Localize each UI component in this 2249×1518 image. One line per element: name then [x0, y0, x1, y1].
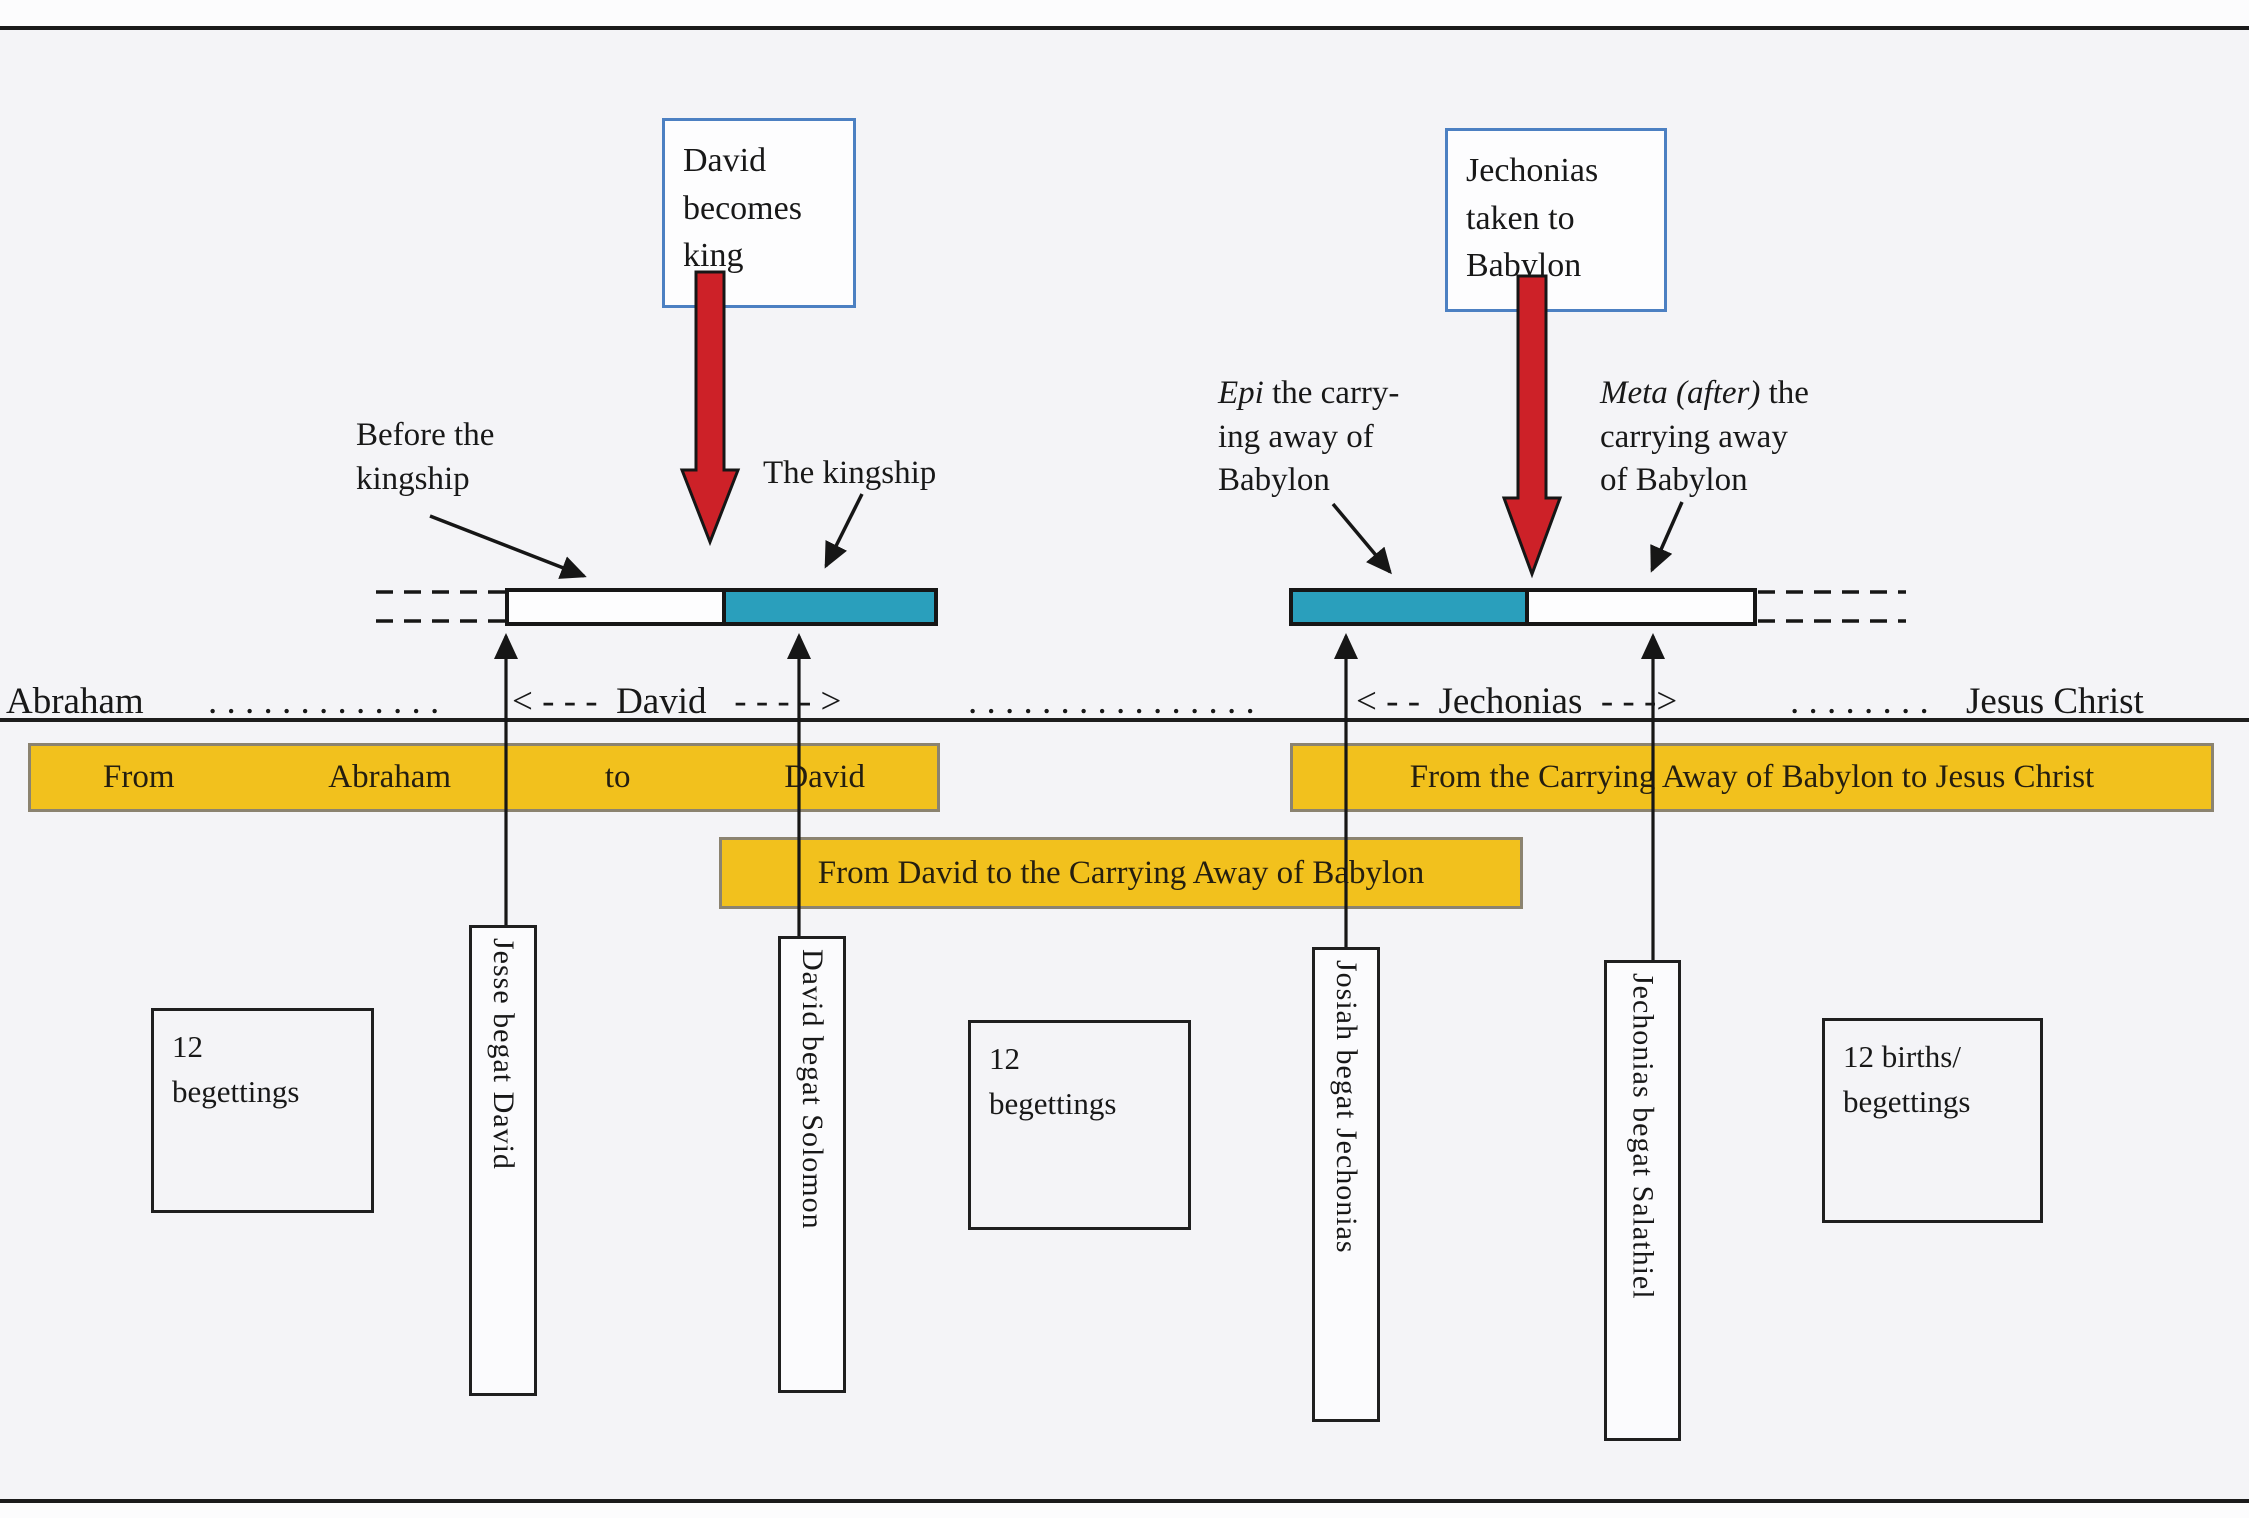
segment-epi-babylon [1293, 592, 1525, 622]
pointer-the-kingship [824, 493, 864, 569]
segment-before-kingship [509, 592, 722, 622]
band-word: Abraham [328, 759, 452, 795]
genbox-jesse-begat-david: Jesse begat David [469, 925, 537, 1396]
timeline-bar-david [505, 588, 938, 626]
timeline-rule [0, 718, 2249, 722]
countbox-12-births-begettings: 12 births/ begettings [1822, 1018, 2043, 1223]
timeline-abraham: Abraham [6, 681, 144, 722]
genbox-david-begat-solomon: David begat Solomon [778, 936, 846, 1393]
timeline-jechonias-span: < - - Jechonias - - -> [1356, 681, 1678, 722]
top-margin [0, 0, 2249, 26]
band-text: From David to the Carrying Away of Babyl… [817, 854, 1425, 891]
timeline-dots: . . . . . . . . [1790, 681, 1929, 722]
label-epi-rest: the carry- ing away of Babylon [1218, 375, 1400, 499]
label-meta-italic: Meta (after) [1600, 375, 1761, 411]
genbox-josiah-begat-jechonias: Josiah begat Jechonias [1312, 947, 1380, 1422]
band-abraham-to-david: From Abraham to David [28, 743, 940, 812]
bottom-margin [0, 1503, 2249, 1518]
band-text: From the Carrying Away of Babylon to Jes… [1409, 759, 2095, 795]
label-epi-italic: Epi [1218, 375, 1264, 411]
segment-kingship [722, 592, 934, 622]
top-border-rule [0, 26, 2249, 30]
band-david-to-babylon: From David to the Carrying Away of Babyl… [719, 837, 1523, 909]
timeline-david-span: < - - - David - - - - > [512, 681, 842, 722]
pointer-epi-babylon [1331, 502, 1392, 575]
red-arrow-david-becomes-king [679, 270, 741, 547]
genbox-text: David begat Solomon [796, 949, 829, 1230]
label-before-kingship: Before the kingship [356, 417, 495, 497]
countbox-12-begettings-left: 12 begettings [151, 1008, 374, 1213]
timeline-dots: . . . . . . . . . . . . . . . . [968, 681, 1255, 722]
genbox-jechonias-begat-salathiel: Jechonias begat Salathiel [1604, 960, 1681, 1441]
label-epi-babylon: Epi the carry- ing away of Babylon [1218, 372, 1399, 503]
timeline-bar-babylon [1289, 588, 1757, 626]
band-word: to [604, 759, 631, 795]
label-the-kingship: The kingship [763, 455, 937, 491]
countbox-12-begettings-middle: 12 begettings [968, 1020, 1191, 1230]
label-meta-rest: the carrying away of Babylon [1600, 375, 1809, 499]
bottom-border-rule [0, 1499, 2249, 1503]
genbox-text: Jechonias begat Salathiel [1626, 973, 1660, 1300]
pointer-before-kingship [429, 514, 587, 579]
pointer-meta-babylon [1650, 501, 1684, 573]
genbox-text: Josiah begat Jechonias [1330, 960, 1363, 1254]
band-babylon-to-christ: From the Carrying Away of Babylon to Jes… [1290, 743, 2214, 812]
dashed-extension-right [1758, 590, 1906, 623]
label-pointer-arrows [429, 493, 1684, 579]
band-word: From [103, 759, 175, 795]
segment-meta-babylon [1525, 592, 1753, 622]
timeline-jesus-christ: Jesus Christ [1966, 681, 2144, 722]
callout-david-becomes-king: David becomes king [662, 118, 856, 308]
timeline-dots: . . . . . . . . . . . . . [208, 681, 440, 722]
red-arrow-jechonias-taken [1501, 274, 1563, 579]
genbox-text: Jesse begat David [487, 938, 520, 1170]
label-meta-babylon: Meta (after) the carrying away of Babylo… [1600, 372, 1809, 503]
generation-connectors [494, 633, 1665, 963]
dashed-extension-left [376, 590, 505, 623]
callout-jechonias-taken: Jechonias taken to Babylon [1445, 128, 1667, 312]
